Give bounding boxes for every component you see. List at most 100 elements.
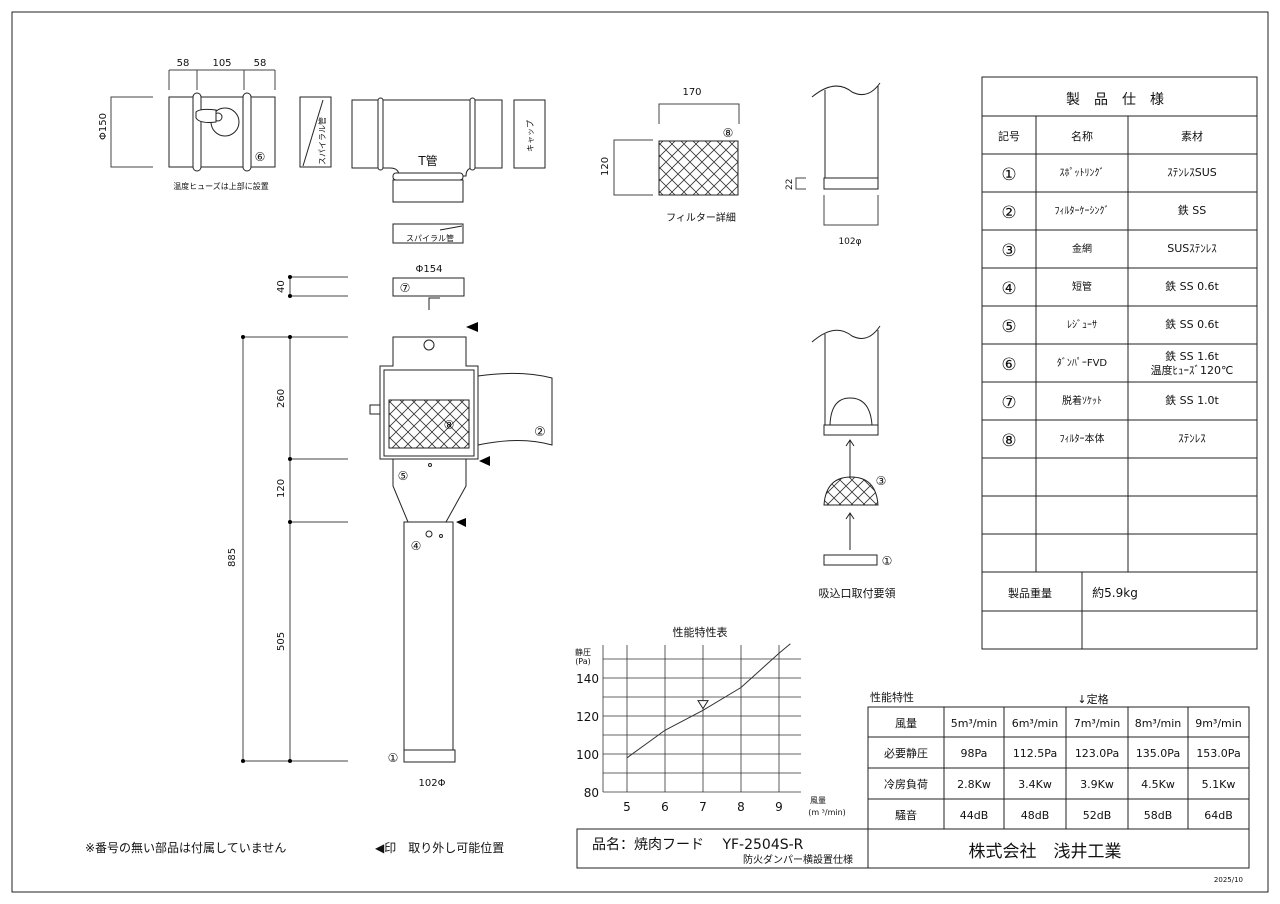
x-tick-label: 8 [737, 800, 745, 814]
spec-row-material: 鉄 SS 1.6t [1165, 349, 1219, 363]
spec-row-number: ① [1001, 165, 1016, 185]
spec-row-name: ﾌｨﾙﾀｰｹｰｼﾝｸﾞ [1055, 205, 1110, 217]
perf-cell: 44dB [960, 809, 989, 822]
perf-header-cell: 7m³/min [1074, 717, 1121, 730]
dim-120: 120 [276, 479, 287, 498]
hood-assembly: 260 120 505 885 ⑧ ② ⑤ ④ ① 102Φ [227, 322, 553, 789]
spec-row-number: ⑥ [1001, 355, 1016, 375]
ring-dia: 102φ [838, 237, 861, 247]
ring-detail: 22 102φ [785, 82, 881, 247]
spec-row-name: ｽﾎﾟｯﾄﾘﾝｸﾞ [1060, 167, 1105, 179]
x-tick-label: 5 [623, 800, 631, 814]
spec-row-number: ⑤ [1001, 317, 1016, 337]
perf-header-cell: 6m³/min [1012, 717, 1059, 730]
spec-row-name: ﾌｨﾙﾀｰ本体 [1060, 432, 1105, 445]
cap-label: キャップ [526, 120, 535, 152]
install-procedure: ③ ① 吸込口取付要領 [811, 325, 896, 600]
dim-58-left: 58 [177, 58, 190, 69]
damper-view: 58 105 58 Φ150 ⑥ 温度ヒューズは上部に設置 [98, 58, 276, 191]
y-axis-unit: (Pa) [575, 657, 591, 666]
filter-height: 120 [600, 157, 611, 176]
date: 2025/10 [1214, 876, 1243, 884]
perf-cell: 必要静圧 [884, 746, 928, 760]
y-axis-label: 静圧 [575, 647, 591, 657]
spec-title: 製 品 仕 様 [1066, 92, 1164, 108]
perf-cell: 3.9Kw [1080, 778, 1114, 791]
weight-label: 製品重量 [1008, 586, 1052, 600]
socket-height: 40 [276, 280, 287, 293]
rated-point-marker [697, 700, 709, 710]
perf-cell: 112.5Pa [1013, 747, 1057, 760]
spec-header-material: 素材 [1181, 129, 1203, 143]
x-axis-unit: (m ³/min) [808, 808, 846, 817]
spec-row-material: 鉄 SS [1178, 203, 1206, 217]
filter-detail-number: ⑧ [723, 126, 734, 140]
spec-row-material: 鉄 SS 0.6t [1165, 317, 1219, 331]
perf-cell: 58dB [1144, 809, 1173, 822]
spec-row-name: 金網 [1072, 242, 1092, 255]
spec-row-name: ﾀﾞﾝﾊﾟｰFVD [1057, 357, 1108, 369]
perf-cell: 123.0Pa [1075, 747, 1119, 760]
perf-cell: 4.5Kw [1141, 778, 1175, 791]
perf-cell: 3.4Kw [1018, 778, 1052, 791]
perf-header-cell: 5m³/min [951, 717, 998, 730]
x-axis-label: 風量 [810, 796, 826, 805]
spec-header-num: 記号 [998, 129, 1020, 143]
perf-title: 性能特性 [870, 690, 914, 704]
spec-row-number: ⑧ [1001, 431, 1016, 451]
spiral-label: スパイラル管 [317, 117, 327, 165]
dim-505: 505 [276, 632, 287, 651]
y-tick-label: 100 [576, 748, 599, 762]
spec-row-number: ⑦ [1001, 393, 1016, 413]
title-block: 品名：焼肉フード YF-2504S-R 防火ダンパー横設置仕様 株式会社 浅井工… [576, 828, 1250, 884]
removable-marker [456, 518, 466, 527]
perf-cell: 2.8Kw [957, 778, 991, 791]
ring-height: 22 [785, 179, 795, 190]
spec-row-number: ② [1001, 203, 1016, 223]
dim-105: 105 [212, 58, 231, 69]
socket-dia: Φ154 [416, 264, 443, 275]
perf-cell: 騒音 [895, 808, 917, 822]
spiral-label-2: スパイラル管 [406, 233, 454, 243]
bottom-dia: 102Φ [419, 778, 446, 789]
perf-header-cell: 8m³/min [1135, 717, 1182, 730]
t-pipe-label: T管 [417, 153, 437, 168]
socket-view: Φ154 40 ⑦ [276, 264, 465, 310]
spec-row-material: 鉄 SS 1.0t [1165, 393, 1219, 407]
perf-cell: 64dB [1204, 809, 1233, 822]
perf-cell: 135.0Pa [1136, 747, 1180, 760]
reducer-number: ⑤ [398, 469, 409, 483]
removable-marker [466, 322, 478, 332]
spec-table: 製 品 仕 様 記号 名称 素材 約5.9kg 製品重量 ① ｽﾎﾟｯﾄﾘﾝｸﾞ ｽ… [981, 76, 1258, 650]
filter-width: 170 [682, 87, 701, 98]
y-tick-label: 80 [584, 786, 599, 800]
company-name: 株式会社 浅井工業 [969, 842, 1122, 862]
spec-row-name: 短管 [1072, 280, 1092, 293]
perf-header-cell: 9m³/min [1195, 717, 1242, 730]
perf-cell: 98Pa [961, 747, 988, 760]
spec-row-material-2: 温度ﾋｭｰｽﾞ120℃ [1151, 363, 1234, 377]
filter-number: ⑧ [444, 418, 455, 432]
rated-marker: ↓定格 [1077, 692, 1108, 706]
dim-885: 885 [227, 548, 238, 567]
spec-row-name: 脱着ｿｹｯﾄ [1062, 394, 1102, 407]
spec-header-name: 名称 [1071, 129, 1093, 143]
dim-phi150: Φ150 [98, 113, 109, 140]
spec-row-material: ｽﾃﾝﾚｽ [1178, 432, 1206, 445]
perf-cell: 48dB [1021, 809, 1050, 822]
spec-row-name: ﾚｼﾞｭｰｻ [1067, 319, 1097, 331]
spec-row-material: ｽﾃﾝﾚｽSUS [1167, 166, 1217, 179]
weight-value: 約5.9kg [1092, 585, 1138, 600]
y-tick-label: 140 [576, 672, 599, 686]
sheet-border [11, 11, 1269, 893]
mesh-number: ③ [876, 474, 887, 488]
perf-cell: 153.0Pa [1196, 747, 1240, 760]
perf-cell: 冷房負荷 [884, 778, 928, 791]
ring-number: ① [388, 751, 399, 765]
pressure-curve [626, 643, 791, 759]
x-tick-label: 7 [699, 800, 707, 814]
socket-number: ⑦ [400, 281, 411, 295]
x-tick-label: 9 [775, 800, 783, 814]
